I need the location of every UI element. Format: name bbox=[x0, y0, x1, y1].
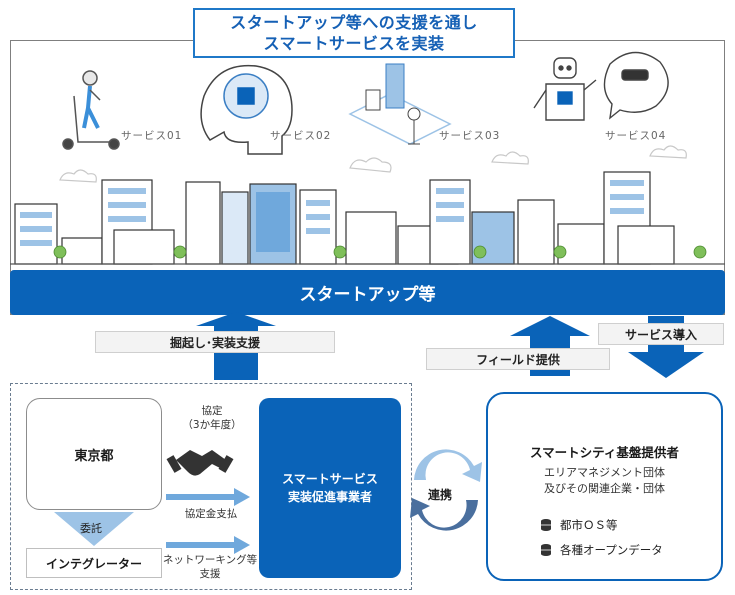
isometric-city-icon bbox=[348, 63, 452, 145]
networking-line-2: 支援 bbox=[199, 568, 221, 580]
title-line-1: スタートアップ等への支援を通し bbox=[230, 13, 478, 32]
collaboration-label: 連携 bbox=[428, 488, 453, 502]
field-provision-label: フィールド提供 bbox=[426, 348, 610, 370]
integrator-box: インテグレーター bbox=[26, 548, 162, 578]
tree-icon bbox=[173, 245, 187, 259]
cloud-icon bbox=[349, 157, 392, 173]
promoter-box: スマートサービス 実装促進事業者 bbox=[259, 398, 401, 578]
tree-icon bbox=[53, 245, 67, 259]
networking-line-1: ネットワーキング等 bbox=[162, 554, 258, 566]
building bbox=[617, 225, 675, 265]
service-label-02: サービス02 bbox=[270, 130, 332, 142]
agreement-line-2: （3か年度） bbox=[182, 419, 242, 431]
tree-icon bbox=[553, 245, 567, 259]
tokyo-box: 東京都 bbox=[26, 398, 162, 510]
building bbox=[557, 223, 605, 265]
promoter-line-1: スマートサービス bbox=[282, 472, 378, 486]
cloud-icon bbox=[59, 169, 97, 183]
promoter-line-2: 実装促進事業者 bbox=[287, 490, 372, 504]
page-title: スタートアップ等への支援を通し スマートサービスを実装 bbox=[193, 8, 515, 58]
building bbox=[113, 229, 175, 265]
payment-label: 協定金支払 bbox=[184, 508, 238, 520]
platform-item-2-label: 各種オープンデータ bbox=[560, 543, 663, 557]
tree-icon bbox=[333, 245, 347, 259]
scooter-rider-icon bbox=[62, 70, 120, 150]
platform-item-2: 各種オープンデータ bbox=[540, 542, 663, 558]
platform-item-1: 都市ＯＳ等 bbox=[540, 517, 618, 533]
agreement-line-1: 協定 bbox=[201, 405, 223, 417]
platform-provider-box: スマートシティ基盤提供者 エリアマネジメント団体 及びその関連企業・団体 都市Ｏ… bbox=[486, 392, 723, 581]
consign-label: 委託 bbox=[80, 522, 102, 535]
vr-person-icon bbox=[603, 51, 669, 120]
tree-icon bbox=[473, 245, 487, 259]
city-illustration bbox=[10, 51, 725, 265]
support-label: 掘起し･実装支援 bbox=[95, 331, 335, 353]
service-label-01: サービス01 bbox=[121, 130, 183, 142]
database-icon bbox=[541, 519, 551, 531]
networking-label: ネットワーキング等 支援 bbox=[160, 553, 260, 581]
service-label-04: サービス04 bbox=[605, 130, 667, 142]
service-label-03: サービス03 bbox=[439, 130, 501, 142]
startup-bar: スタートアップ等 bbox=[10, 270, 725, 315]
building bbox=[221, 191, 249, 265]
robot-icon bbox=[533, 57, 597, 121]
tokyo-group-frame bbox=[10, 383, 412, 590]
service-intro-label: サービス導入 bbox=[598, 323, 724, 345]
platform-sub-1: エリアマネジメント団体 bbox=[544, 466, 665, 479]
building bbox=[517, 199, 555, 265]
database-icon bbox=[541, 544, 551, 556]
building bbox=[345, 211, 397, 265]
cloud-icon bbox=[649, 145, 687, 159]
ai-brain-head-icon bbox=[200, 64, 293, 155]
tree-icon bbox=[693, 245, 707, 259]
agreement-label: 協定 （3か年度） bbox=[172, 404, 252, 432]
building bbox=[185, 181, 221, 265]
platform-item-1-label: 都市ＯＳ等 bbox=[560, 518, 618, 532]
building bbox=[61, 237, 103, 265]
platform-sub-2: 及びその関連企業・団体 bbox=[544, 482, 665, 495]
cloud-icon bbox=[491, 151, 529, 165]
title-line-2: スマートサービスを実装 bbox=[263, 34, 445, 53]
platform-title: スマートシティ基盤提供者 bbox=[530, 445, 679, 460]
